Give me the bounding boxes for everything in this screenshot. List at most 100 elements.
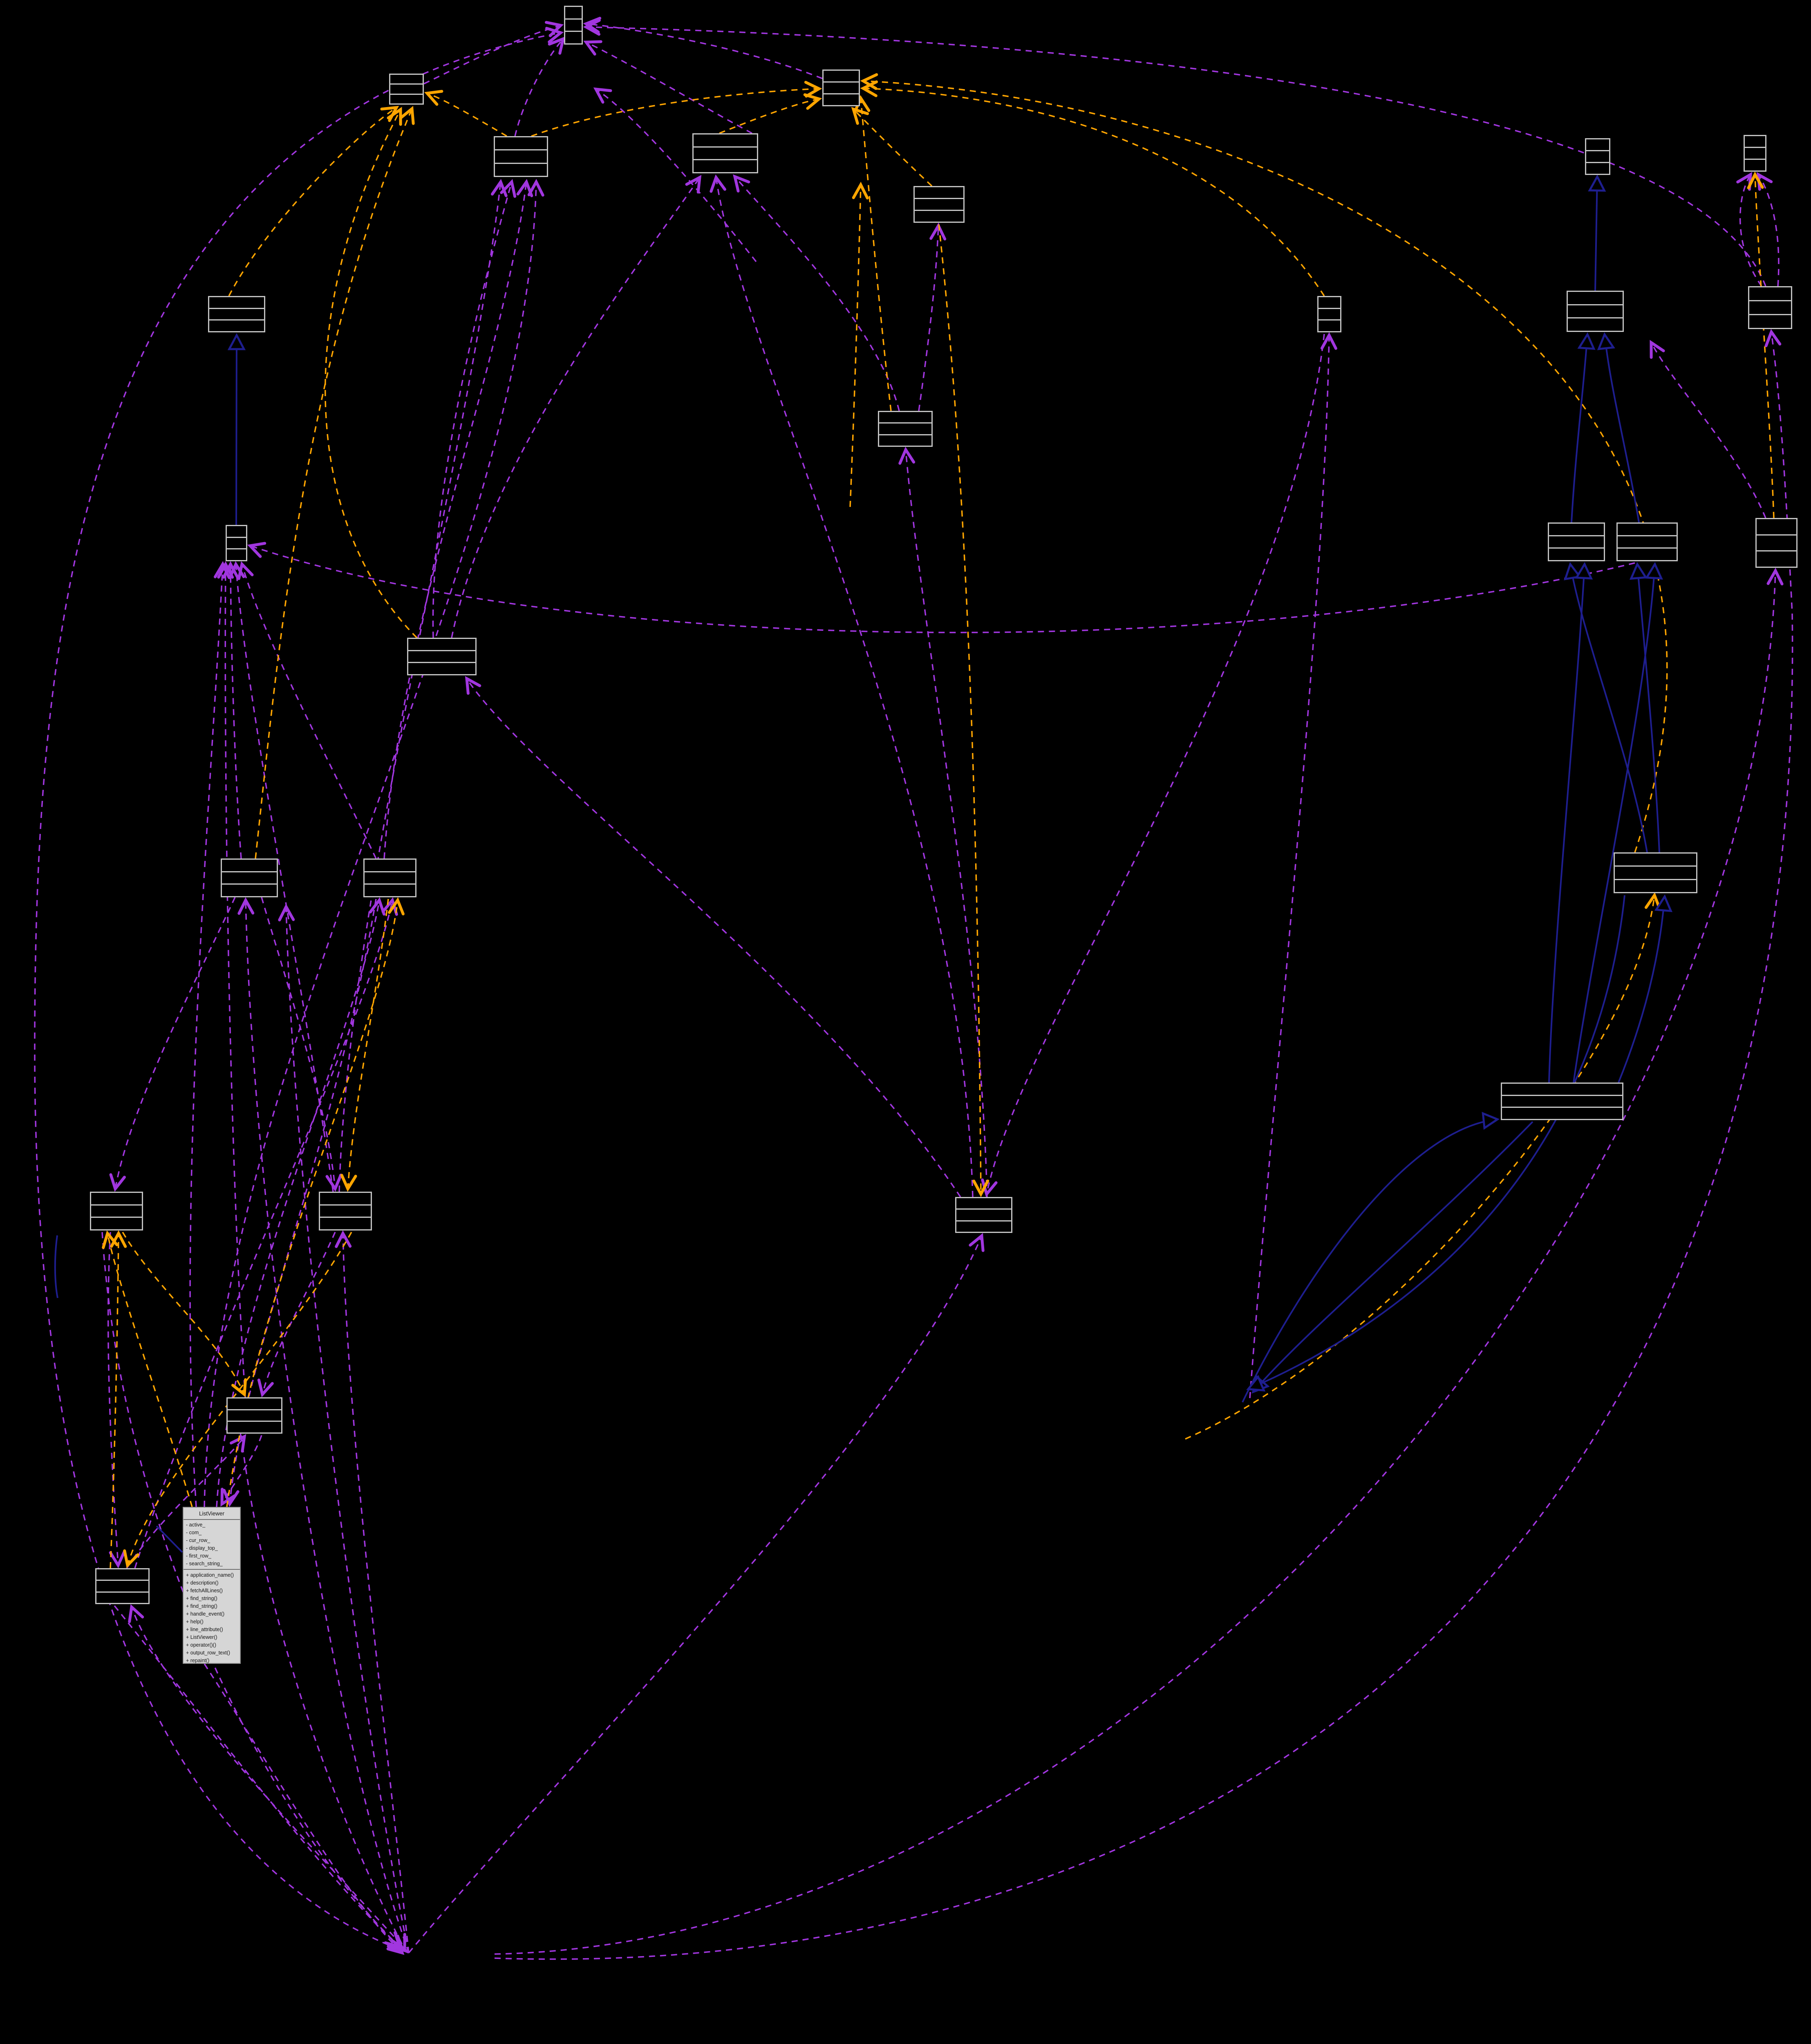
class-name-compartment <box>390 75 423 83</box>
inheritance-edge <box>1597 332 1640 523</box>
class-node-n09 <box>1585 138 1610 175</box>
class-node-n04 <box>494 136 548 177</box>
dependency-edge <box>432 179 517 638</box>
association-edge <box>851 107 933 187</box>
class-node-n18 <box>407 638 477 675</box>
methods-compartment <box>1549 547 1604 560</box>
class-node-n14 <box>226 525 247 561</box>
attributes-compartment <box>222 871 277 884</box>
class-name-compartment <box>228 1399 281 1409</box>
attribute-row: - first_row_ <box>186 1553 211 1559</box>
class-name-compartment <box>694 134 757 146</box>
association-edge <box>1747 171 1775 518</box>
class-name-compartment <box>1757 519 1796 534</box>
association-edge <box>719 93 822 134</box>
class-name-compartment <box>91 1193 142 1204</box>
class-node-n24 <box>319 1192 372 1230</box>
attributes-compartment <box>209 307 264 320</box>
class-name-compartment <box>956 1198 1011 1208</box>
class-node-n16 <box>1616 522 1678 561</box>
attribute-row: - cur_row_ <box>186 1537 210 1543</box>
class-node-n19 <box>221 858 278 897</box>
methods-compartment <box>1757 550 1796 567</box>
attributes-compartment <box>1568 304 1623 318</box>
dependency-edge <box>1650 340 1766 518</box>
class-node-n06 <box>913 186 965 223</box>
association-edge <box>340 899 389 1192</box>
attributes-compartment <box>1745 147 1765 159</box>
association-edge <box>424 90 507 137</box>
inheritance-edge <box>54 1235 58 1298</box>
class-node-n13 <box>878 411 933 447</box>
association-edge <box>123 1232 352 1569</box>
dependency-edge <box>583 17 823 79</box>
class-node-n25 <box>955 1197 1012 1233</box>
inheritance-edge <box>1573 562 1663 1083</box>
class-name-compartment <box>365 860 415 871</box>
class-node-n22 <box>1501 1083 1623 1120</box>
inheritance-edge <box>1629 562 1660 853</box>
class-name-compartment <box>1568 292 1623 304</box>
methods-compartment <box>209 319 264 331</box>
attributes-compartment <box>824 81 859 93</box>
method-row: + find_string() <box>186 1596 217 1601</box>
methods-compartment <box>365 883 415 896</box>
dependency-edge <box>451 175 702 638</box>
class-name-compartment <box>1549 524 1604 535</box>
dependency-edge <box>126 1434 246 1569</box>
methods-compartment <box>1745 159 1765 170</box>
attributes-compartment <box>495 149 547 162</box>
dependency-edge <box>101 1232 402 1949</box>
attributes-compartment <box>915 198 963 210</box>
class-node-n01 <box>564 6 583 45</box>
methods-compartment <box>96 1591 148 1603</box>
methods-compartment <box>1568 317 1623 331</box>
dependency-edge <box>423 21 564 85</box>
association-edge <box>531 81 822 137</box>
dependency-edge <box>128 1604 410 1954</box>
dependency-edge <box>494 329 1793 1960</box>
class-name-compartment <box>1615 854 1696 865</box>
methods-compartment <box>824 93 859 105</box>
methods-compartment <box>1586 162 1609 174</box>
dependency-edge <box>383 179 533 859</box>
dependency-edge <box>107 1232 126 1569</box>
class-name-compartment <box>495 137 547 149</box>
attributes-compartment <box>365 871 415 884</box>
class-name-compartment <box>209 297 264 308</box>
methods-compartment <box>91 1217 142 1229</box>
dependency-edge <box>134 897 398 1569</box>
class-node-n11 <box>1567 291 1624 332</box>
inheritance-edge <box>156 1525 183 1553</box>
association-edge <box>853 95 892 411</box>
association-edge <box>255 106 415 859</box>
class-name-compartment <box>824 71 859 81</box>
method-row: + fetchAllLines() <box>186 1588 223 1594</box>
inheritance-edge <box>227 333 246 525</box>
dependency-edge <box>278 903 410 1953</box>
dependency-edge <box>222 899 377 1507</box>
dependency-edge <box>583 40 752 134</box>
dependency-edge <box>204 1663 405 1955</box>
attributes-compartment <box>96 1580 148 1591</box>
class-node-listviewer: ListViewer - active_- com_- cur_row_- di… <box>183 1507 241 1664</box>
class-node-n10 <box>1744 135 1766 172</box>
dependency-edge <box>237 561 377 859</box>
dependency-edge <box>204 179 544 1507</box>
class-name-compartment <box>96 1569 148 1580</box>
class-node-n27 <box>95 1568 150 1604</box>
dependency-edge <box>710 174 974 1197</box>
dependency-edge <box>1756 172 1780 287</box>
method-row: + help() <box>186 1619 204 1625</box>
method-row: + repaint() <box>186 1658 210 1663</box>
dependency-edge <box>109 897 236 1192</box>
attribute-row: - com_ <box>186 1530 202 1535</box>
dependency-edge <box>514 36 565 137</box>
attribute-row: - display_top_ <box>186 1545 218 1551</box>
methods-compartment <box>956 1220 1011 1232</box>
inheritance-edge <box>1251 1121 1533 1394</box>
class-name-compartment <box>227 526 246 537</box>
dependency-edge <box>261 897 343 1192</box>
class-name-compartment <box>915 187 963 198</box>
class-node-n15 <box>1548 522 1605 561</box>
